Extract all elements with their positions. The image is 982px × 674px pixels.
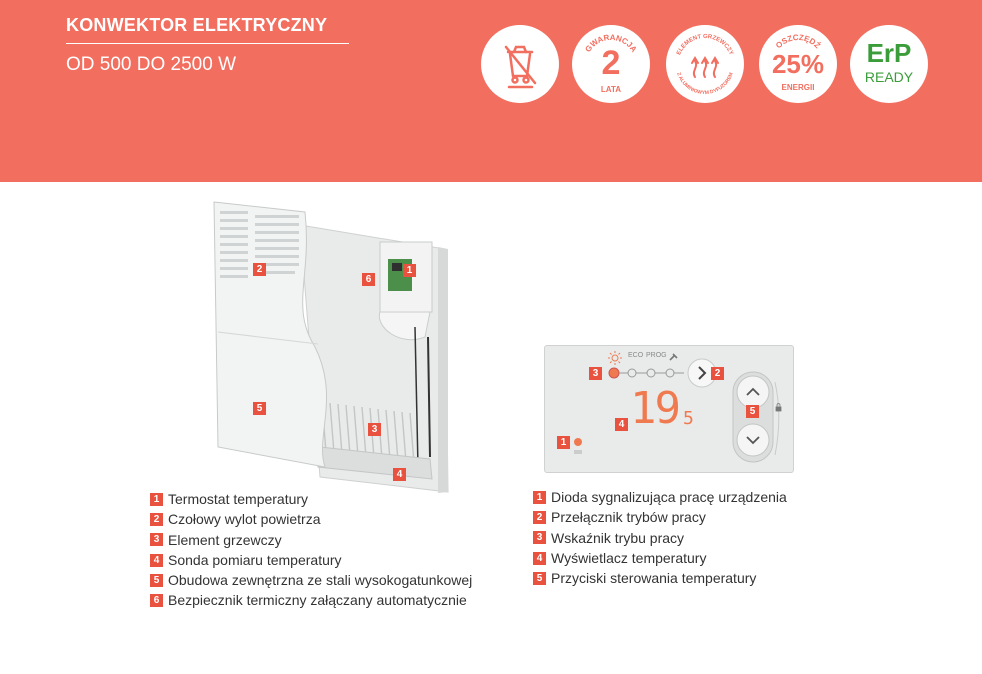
warranty-bottom-text: LATA (600, 85, 622, 94)
heat-waves-icon (691, 56, 719, 78)
warranty-badge: GWARANCJA 2 LATA (572, 25, 650, 103)
title-divider (66, 43, 349, 44)
panel-marker-5: 5 (746, 405, 759, 418)
panel-marker-1: 1 (557, 436, 570, 449)
heater-marker-5: 5 (253, 402, 266, 415)
savings-bottom-text: ENERGII (781, 83, 815, 92)
warranty-number: 2 (601, 44, 621, 82)
page-title: KONWEKTOR ELEKTRYCZNY (66, 15, 328, 35)
panel-marker-3: 3 (589, 367, 602, 380)
temperature-display: 19 (630, 383, 681, 434)
heater-marker-6: 6 (362, 273, 375, 286)
heater-illustration (213, 201, 449, 493)
erp-ready-text: READY (864, 69, 914, 85)
svg-text:OSZCZĘDŹ: OSZCZĘDŹ (774, 33, 822, 50)
energy-savings-badge: OSZCZĘDŹ 25% ENERGII (759, 25, 837, 103)
temperature-display-suffix: 5 (683, 408, 694, 429)
panel-marker-4: 4 (615, 418, 628, 431)
eco-label: ECO (628, 352, 644, 359)
chevron-up-icon (746, 387, 760, 396)
erp-badge: ErP READY (850, 25, 928, 103)
svg-text:ELEMENT GRZEWCZY: ELEMENT GRZEWCZY (676, 34, 734, 56)
prog-label: PROG (646, 352, 667, 359)
chevron-right-icon (698, 366, 707, 380)
wrench-icon (669, 353, 678, 361)
heater-marker-4: 4 (393, 468, 406, 481)
savings-number: 25% (771, 49, 825, 79)
heater-marker-1: 1 (403, 264, 416, 277)
savings-top-text: OSZCZĘDŹ (774, 33, 822, 50)
heating-element-badge: ELEMENT GRZEWCZY Z ALUMINIOWYM DYFUZOREM (666, 25, 744, 103)
lock-icon (775, 403, 782, 412)
crossed-bin-icon (504, 45, 537, 89)
recycle-badge (481, 25, 559, 103)
sun-icon (608, 351, 622, 365)
chevron-down-icon (746, 436, 760, 445)
page-subtitle: OD 500 DO 2500 W (66, 54, 237, 75)
erp-logo-text: ErP (866, 38, 912, 68)
heater-marker-2: 2 (253, 263, 266, 276)
panel-marker-2: 2 (711, 367, 724, 380)
element-top-text: ELEMENT GRZEWCZY (676, 34, 734, 56)
heater-marker-3: 3 (368, 423, 381, 436)
